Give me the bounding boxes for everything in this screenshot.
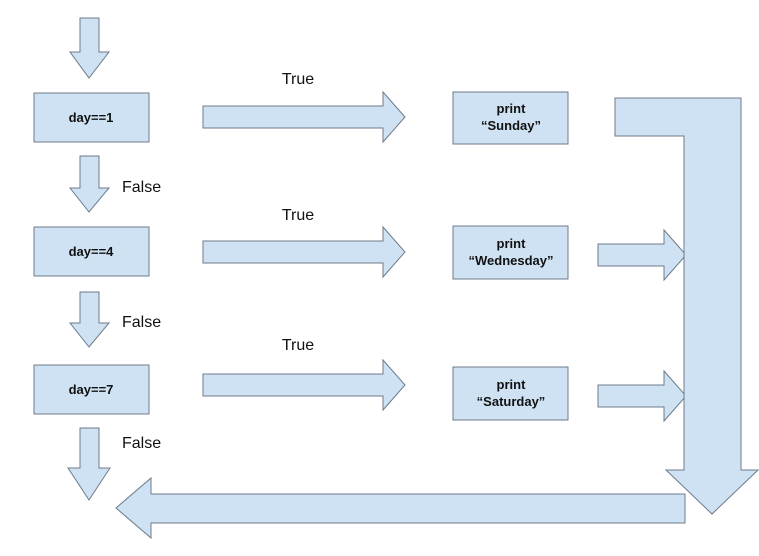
true-arrow-3 <box>202 358 406 412</box>
action-box-1: print “Sunday” <box>452 91 569 145</box>
true-label-1: True <box>282 71 314 88</box>
condition-label-3: day==7 <box>69 382 114 397</box>
condition-box-1: day==1 <box>33 92 150 143</box>
true-label-3: True <box>282 337 314 354</box>
true-label-2: True <box>282 207 314 224</box>
action-string-1: “Sunday” <box>481 118 541 133</box>
action-string-2: “Wednesday” <box>468 253 553 268</box>
action-keyword-1: print <box>497 101 527 116</box>
false-arrow-1 <box>68 155 111 213</box>
condition-label-1: day==1 <box>69 110 114 125</box>
entry-arrow <box>69 17 111 79</box>
true-arrow-1 <box>202 90 406 144</box>
action-box-2: print “Wednesday” <box>452 225 569 280</box>
false-label-3: False <box>122 435 161 452</box>
false-arrow-3 <box>67 427 111 501</box>
false-label-1: False <box>122 179 161 196</box>
merge-path-arrow <box>614 97 759 515</box>
action-string-3: “Saturday” <box>477 394 546 409</box>
action-keyword-2: print <box>497 236 527 251</box>
condition-box-3: day==7 <box>33 364 150 415</box>
merge-arrow-2 <box>597 228 687 282</box>
true-arrow-2 <box>202 225 406 279</box>
return-arrow <box>115 476 686 540</box>
action-keyword-3: print <box>497 377 527 392</box>
condition-box-2: day==4 <box>33 226 150 277</box>
false-label-2: False <box>122 314 161 331</box>
false-arrow-2 <box>68 291 111 348</box>
condition-label-2: day==4 <box>69 244 115 259</box>
merge-arrow-3 <box>597 369 687 423</box>
action-box-3: print “Saturday” <box>452 366 569 421</box>
